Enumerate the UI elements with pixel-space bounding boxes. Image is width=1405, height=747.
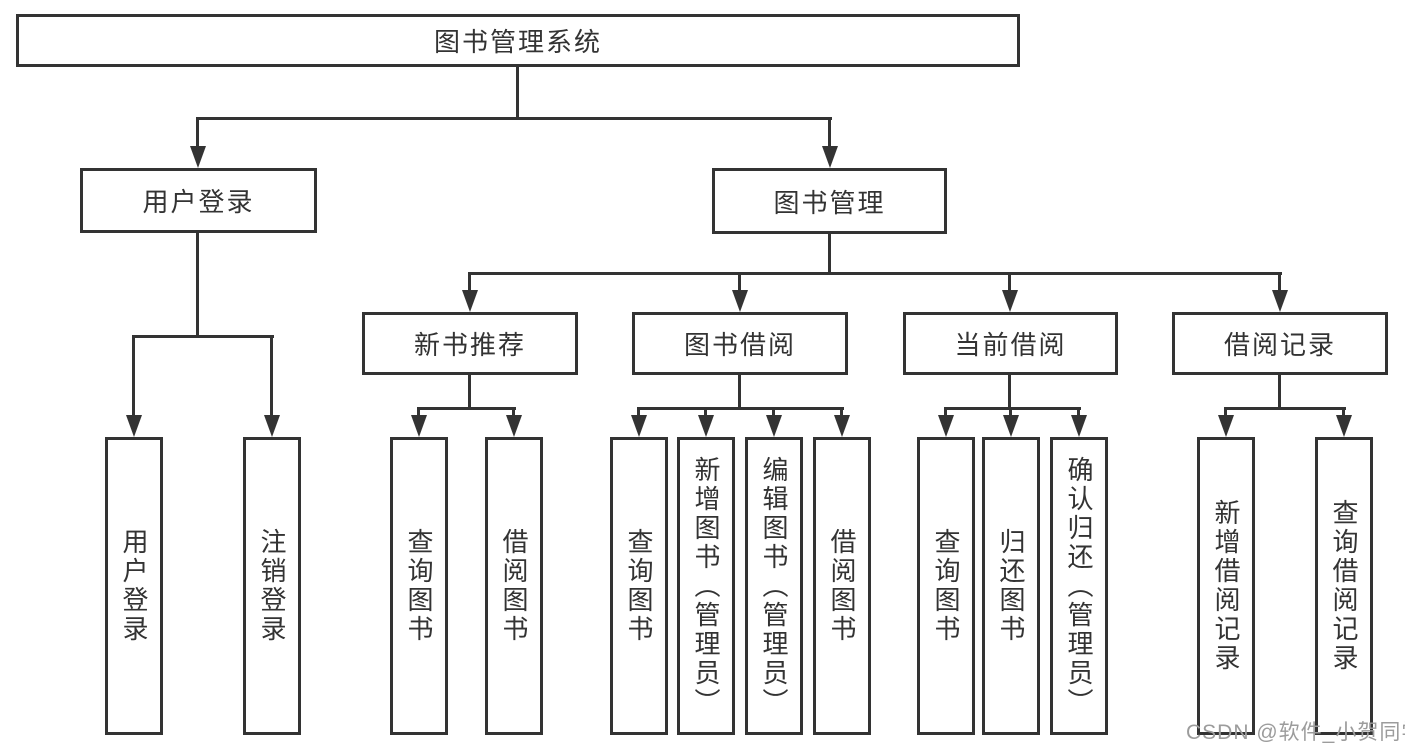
connector-drop-borrowing-records: [1278, 272, 1281, 292]
connector-level3-bus: [468, 272, 1282, 275]
connector-drop-cb-confirm: [1077, 407, 1080, 419]
leaf-confirm-return-admin: 确认归还（管理员）: [1050, 437, 1108, 735]
connector-drop-user-login: [196, 117, 199, 150]
arrowhead-br-query: [1336, 415, 1352, 437]
leaf-query-books-recommend: 查询图书: [390, 437, 448, 735]
connector-drop-bb-edit: [772, 407, 775, 419]
connector-new-book-stem: [468, 375, 471, 410]
arrowhead-leaf-login: [126, 415, 142, 437]
connector-root-stem: [516, 67, 519, 120]
connector-drop-nb-borrow: [512, 407, 515, 419]
connector-drop-bb-add: [704, 407, 707, 419]
connector-drop-cb-query: [944, 407, 947, 419]
arrowhead-cb-confirm: [1071, 415, 1087, 437]
connector-new-book-bus: [417, 407, 516, 410]
leaf-return-books-label: 归还图书: [996, 528, 1026, 644]
csdn-watermark: CSDN @软件_小贺同学: [1186, 721, 1405, 744]
node-user-login-label: 用户登录: [142, 187, 255, 217]
leaf-edit-books-admin: 编辑图书（管理员）: [745, 437, 803, 735]
connector-drop-book-management: [828, 117, 831, 150]
node-book-management-label: 图书管理: [773, 187, 886, 218]
node-book-management: 图书管理: [712, 168, 947, 234]
leaf-query-borrow-record-label: 查询借阅记录: [1329, 499, 1359, 673]
node-current-borrowing: 当前借阅: [903, 312, 1118, 375]
connector-current-borrowing-stem: [1008, 375, 1011, 410]
leaf-logout: 注销登录: [243, 437, 301, 735]
leaf-borrow-books: 借阅图书: [813, 437, 871, 735]
arrowhead-br-add: [1218, 415, 1234, 437]
leaf-borrow-books-recommend-label: 借阅图书: [499, 528, 529, 644]
leaf-user-login: 用户登录: [105, 437, 163, 735]
arrowhead-leaf-logout: [264, 415, 280, 437]
arrowhead-new-book: [462, 290, 478, 312]
connector-drop-br-add: [1224, 407, 1227, 419]
connector-drop-leaf-logout: [270, 335, 273, 420]
connector-drop-new-book: [468, 272, 471, 292]
leaf-return-books: 归还图书: [982, 437, 1040, 735]
connector-drop-leaf-login: [132, 335, 135, 420]
leaf-query-books-borrowing-label: 查询图书: [624, 528, 654, 644]
arrowhead-nb-borrow: [506, 415, 522, 437]
leaf-query-books-current: 查询图书: [917, 437, 975, 735]
node-library-system: 图书管理系统: [16, 14, 1020, 67]
leaf-query-books-recommend-label: 查询图书: [404, 528, 434, 644]
connector-drop-book-borrowing: [738, 272, 741, 292]
leaf-add-books-admin: 新增图书（管理员）: [677, 437, 735, 735]
connector-book-borrowing-bus: [637, 407, 844, 410]
node-borrowing-records-label: 借阅记录: [1223, 330, 1336, 360]
leaf-user-login-label: 用户登录: [119, 528, 149, 644]
arrowhead-cb-query: [938, 415, 954, 437]
node-library-system-label: 图书管理系统: [433, 27, 602, 57]
arrowhead-bb-borrow: [834, 415, 850, 437]
arrowhead-current-borrowing: [1002, 290, 1018, 312]
node-current-borrowing-label: 当前借阅: [954, 330, 1067, 360]
arrowhead-borrowing-records: [1272, 290, 1288, 312]
arrowhead-user-login: [190, 146, 206, 168]
arrowhead-bb-edit: [766, 415, 782, 437]
leaf-logout-label: 注销登录: [257, 528, 287, 644]
connector-drop-current-borrowing: [1008, 272, 1011, 292]
connector-user-login-stem: [196, 233, 199, 338]
arrowhead-bb-query: [631, 415, 647, 437]
arrowhead-book-management: [822, 146, 838, 168]
connector-borrowing-records-stem: [1278, 375, 1281, 410]
leaf-borrow-books-label: 借阅图书: [827, 528, 857, 644]
connector-drop-bb-query: [637, 407, 640, 419]
leaf-add-books-admin-label: 新增图书（管理员）: [691, 455, 721, 717]
leaf-query-borrow-record: 查询借阅记录: [1315, 437, 1373, 735]
arrowhead-book-borrowing: [732, 290, 748, 312]
leaf-confirm-return-admin-label: 确认归还（管理员）: [1064, 455, 1094, 717]
connector-drop-cb-return: [1009, 407, 1012, 419]
leaf-query-books-current-label: 查询图书: [931, 528, 961, 644]
node-user-login: 用户登录: [80, 168, 317, 233]
arrowhead-nb-query: [411, 415, 427, 437]
connector-drop-nb-query: [417, 407, 420, 419]
leaf-add-borrow-record-label: 新增借阅记录: [1211, 499, 1241, 673]
leaf-query-books-borrowing: 查询图书: [610, 437, 668, 735]
node-borrowing-records: 借阅记录: [1172, 312, 1388, 375]
connector-book-borrowing-stem: [738, 375, 741, 410]
arrowhead-bb-add: [698, 415, 714, 437]
connector-drop-bb-borrow: [840, 407, 843, 419]
connector-drop-br-query: [1342, 407, 1345, 419]
connector-level2-bus: [196, 117, 832, 120]
arrowhead-cb-return: [1003, 415, 1019, 437]
connector-user-login-bus: [132, 335, 274, 338]
connector-borrowing-records-bus: [1224, 407, 1346, 410]
node-book-borrowing-label: 图书借阅: [683, 330, 796, 360]
node-new-book-recommend: 新书推荐: [362, 312, 578, 375]
connector-current-borrowing-bus: [944, 407, 1081, 410]
leaf-add-borrow-record: 新增借阅记录: [1197, 437, 1255, 735]
connector-book-management-stem: [828, 234, 831, 275]
leaf-borrow-books-recommend: 借阅图书: [485, 437, 543, 735]
node-new-book-recommend-label: 新书推荐: [413, 330, 526, 360]
node-book-borrowing: 图书借阅: [632, 312, 848, 375]
leaf-edit-books-admin-label: 编辑图书（管理员）: [759, 455, 789, 717]
